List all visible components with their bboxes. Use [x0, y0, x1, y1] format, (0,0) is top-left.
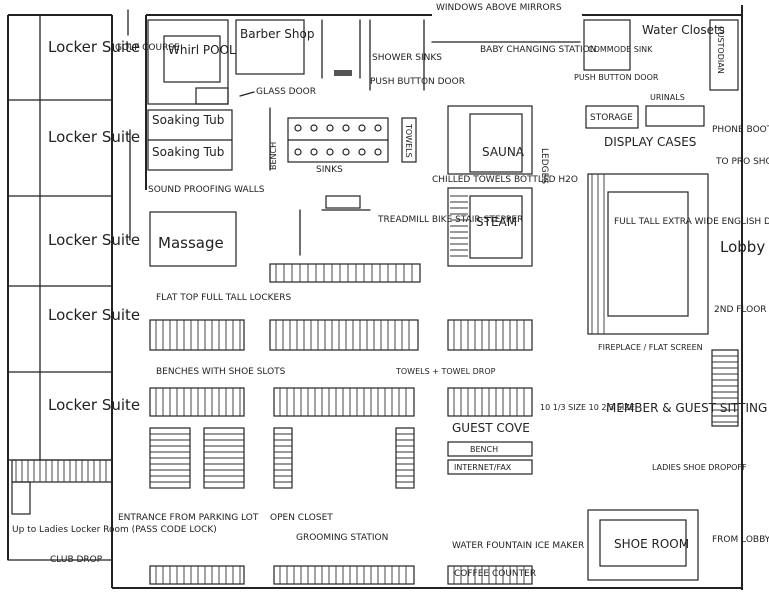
grooming-label: GROOMING STATION — [296, 533, 388, 543]
massage-room: Massage — [149, 211, 237, 267]
svg-text:STEAM: STEAM — [476, 215, 517, 229]
svg-text:10 1/3 SIZE 10 2/3 SIZE: 10 1/3 SIZE 10 2/3 SIZE — [540, 403, 635, 412]
svg-text:STORAGE: STORAGE — [590, 113, 633, 123]
svg-text:MEMBER & GUEST SITTING AREA: MEMBER & GUEST SITTING AREA — [606, 401, 769, 415]
benches-shoe-label: BENCHES WITH SHOE SLOTS — [156, 367, 286, 377]
outer-walls — [7, 5, 743, 590]
sitting-area: FIREPLACE / FLAT SCREEN MEMBER & GUEST S… — [598, 343, 769, 472]
svg-text:COMMODE SINK: COMMODE SINK — [588, 45, 653, 54]
locker-suite-4: Locker Suite — [48, 306, 140, 324]
second-floor-label: 2ND FLOOR — [714, 305, 767, 315]
locker-suite-2: Locker Suite — [48, 128, 140, 146]
sinks-counter: BENCH SINKS TOWELS — [269, 107, 417, 175]
up-to-ladies-label: Up to Ladies Locker Room (PASS CODE LOCK… — [12, 525, 217, 535]
towel-drop-label: TOWELS + TOWEL DROP — [395, 367, 496, 376]
svg-text:DISPLAY CASES: DISPLAY CASES — [604, 135, 696, 149]
storage-room: STORAGE URINALS DISPLAY CASES — [585, 93, 705, 149]
water-fountain-label: WATER FOUNTAIN ICE MAKER — [452, 541, 584, 551]
svg-text:BABY CHANGING STATION: BABY CHANGING STATION — [480, 45, 596, 55]
locker-suite-3: Locker Suite — [48, 231, 140, 249]
ledges-label: LEDGES — [539, 148, 549, 184]
flat-top-lockers-label: FLAT TOP FULL TALL LOCKERS — [156, 293, 291, 303]
svg-text:FIREPLACE / FLAT SCREEN: FIREPLACE / FLAT SCREEN — [598, 343, 703, 352]
shoe-room: SHOE ROOM — [587, 509, 699, 581]
water-closets: COMMODE SINK PUSH BUTTON DOOR Water Clos… — [574, 19, 739, 91]
sauna-room: SAUNA — [447, 105, 533, 175]
svg-text:Soaking Tub: Soaking Tub — [152, 113, 224, 127]
glass-door-label: GLASS DOOR — [256, 87, 316, 97]
svg-text:Massage: Massage — [158, 234, 224, 252]
entrance-label: ENTRANCE FROM PARKING LOT — [118, 513, 259, 523]
exercise-area: TREADMILL BIKE STAIR-STEPPER — [269, 195, 523, 283]
phone-booths-label: PHONE BOOTHS — [712, 125, 769, 135]
svg-text:SHOE ROOM: SHOE ROOM — [614, 537, 689, 551]
svg-text:Water Closets: Water Closets — [642, 23, 725, 37]
svg-text:CUSTODIAN: CUSTODIAN — [716, 26, 725, 74]
steam-room: STEAM — [447, 187, 533, 267]
open-closet-label: OPEN CLOSET — [270, 513, 333, 523]
to-pro-shop-label: TO PRO SHOP — [715, 157, 769, 167]
locker-suite-5: Locker Suite — [48, 396, 140, 414]
svg-text:INTERNET/FAX: INTERNET/FAX — [454, 463, 512, 472]
bottom-counters — [149, 565, 533, 585]
svg-text:BENCH: BENCH — [470, 445, 498, 454]
svg-text:TOWELS: TOWELS — [404, 123, 413, 158]
locker-suites: Locker Suite Locker Suite Locker Suite L… — [7, 14, 140, 515]
coffee-counter-label: COFFEE COUNTER — [454, 569, 536, 579]
whirlpool-room: Whirl POOL — [147, 19, 236, 105]
svg-text:GUEST COVE: GUEST COVE — [452, 421, 530, 435]
guest-cove: GUEST COVE BENCH INTERNET/FAX 10 1/3 SIZ… — [447, 403, 635, 475]
shower-area: SHOWER SINKS PUSH BUTTON DOOR — [321, 19, 465, 91]
svg-text:SAUNA: SAUNA — [482, 145, 525, 159]
svg-text:Whirl POOL: Whirl POOL — [168, 43, 236, 57]
sound-proofing-label: SOUND PROOFING WALLS — [148, 185, 265, 195]
svg-text:PUSH BUTTON DOOR: PUSH BUTTON DOOR — [370, 77, 465, 87]
locker-rows — [149, 319, 533, 351]
chilled-label: CHILLED TOWELS BOTTLED H2O — [432, 175, 578, 185]
svg-text:LADIES SHOE DROPOFF: LADIES SHOE DROPOFF — [652, 463, 747, 472]
barber-shop: Barber Shop — [235, 19, 314, 75]
lower-lockers — [149, 387, 533, 489]
svg-text:Barber Shop: Barber Shop — [240, 27, 314, 41]
baby-changing: BABY CHANGING STATION — [431, 41, 596, 55]
svg-text:SHOWER SINKS: SHOWER SINKS — [372, 53, 442, 63]
soaking-tubs: Soaking Tub Soaking Tub — [147, 109, 233, 171]
from-lobby-label: FROM LOBBY — [712, 535, 769, 545]
svg-text:PUSH BUTTON DOOR: PUSH BUTTON DOOR — [574, 73, 659, 82]
svg-text:SINKS: SINKS — [316, 165, 343, 175]
lobby-label: Lobby — [720, 238, 765, 256]
svg-text:URINALS: URINALS — [650, 93, 685, 102]
windows-label: WINDOWS ABOVE MIRRORS — [436, 3, 562, 13]
locker-suite-1: Locker Suite — [48, 38, 140, 56]
svg-text:BENCH: BENCH — [269, 142, 278, 170]
club-drop-label: CLUB DROP — [50, 555, 103, 565]
svg-text:Soaking Tub: Soaking Tub — [152, 145, 224, 159]
